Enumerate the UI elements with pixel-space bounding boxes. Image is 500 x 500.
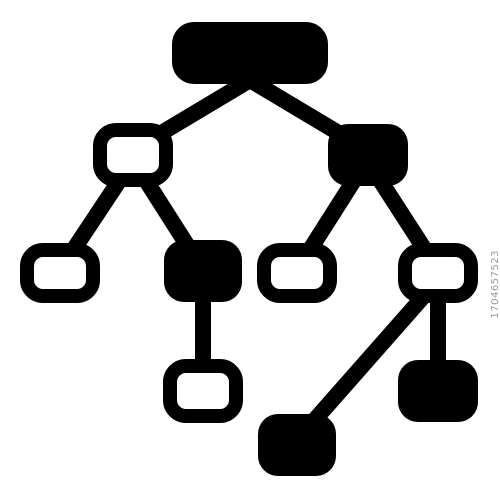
- node-right-b-level3: [398, 243, 478, 303]
- node-right-level2: [328, 124, 408, 186]
- edge-rb-diag: [289, 272, 446, 448]
- node-bottom-level5: [258, 414, 336, 476]
- node-right-a-level3: [257, 243, 337, 303]
- node-left-a-level3: [20, 243, 100, 303]
- node-mid-level4: [163, 359, 243, 423]
- node-left-level2: [93, 123, 173, 187]
- root-node: [172, 22, 328, 84]
- node-left-b-level3: [164, 240, 242, 302]
- node-right-level4: [398, 360, 478, 422]
- watermark-text: 1704657523: [490, 250, 500, 319]
